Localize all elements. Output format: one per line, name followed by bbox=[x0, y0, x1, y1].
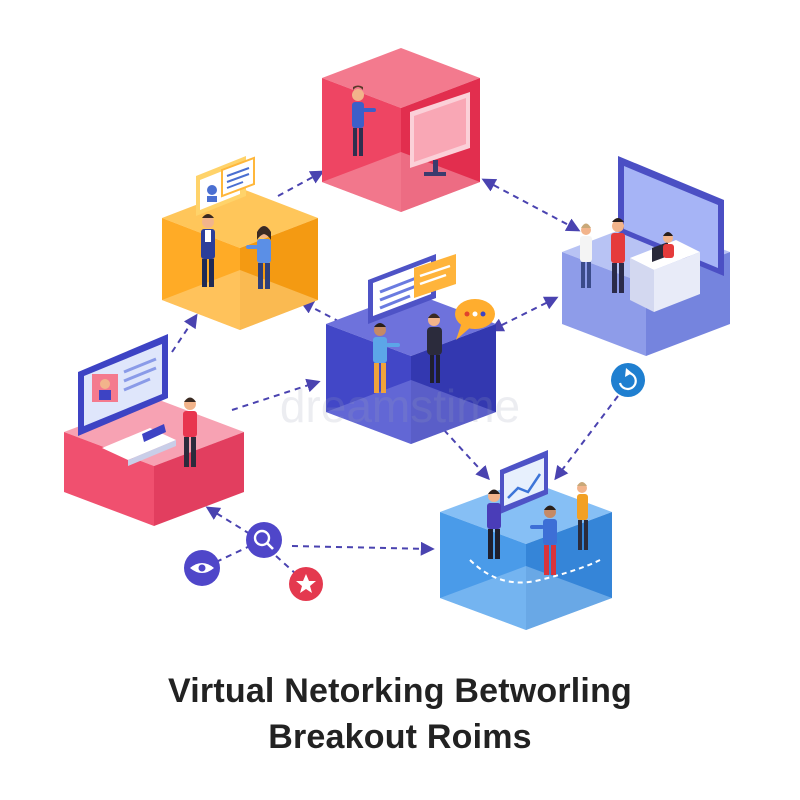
person-figure bbox=[183, 397, 197, 467]
link-search-star bbox=[275, 555, 297, 575]
person-figure bbox=[352, 85, 376, 156]
chart-board bbox=[500, 450, 548, 514]
arrow-icon-to-bottom bbox=[554, 395, 619, 481]
person-figure bbox=[487, 489, 501, 559]
caption-line-1: Virtual Netorking Betworling bbox=[167, 672, 633, 710]
search-icon[interactable] bbox=[246, 522, 282, 558]
person-figure bbox=[246, 226, 271, 289]
person-figure bbox=[201, 214, 215, 287]
bottom-room bbox=[440, 450, 612, 630]
caption-line-2: Breakout Roims bbox=[268, 718, 532, 756]
laptop bbox=[102, 424, 176, 466]
link-eye-search bbox=[215, 545, 251, 563]
orange-room bbox=[162, 156, 318, 330]
note-card bbox=[414, 254, 456, 298]
person-figure bbox=[530, 505, 557, 575]
eye-icon[interactable] bbox=[184, 550, 220, 586]
arrow-icons-to-left bbox=[205, 506, 251, 535]
star-icon[interactable] bbox=[289, 567, 323, 601]
connector-arrows bbox=[171, 170, 619, 575]
arrow-center-to-right bbox=[489, 296, 559, 332]
floor-path bbox=[469, 559, 601, 584]
arrow-center-to-bottom bbox=[443, 429, 490, 481]
person-figure bbox=[427, 313, 442, 383]
left-room bbox=[64, 334, 244, 526]
monitor bbox=[410, 92, 470, 176]
person-figure bbox=[373, 323, 400, 393]
person-figure bbox=[611, 218, 625, 293]
arrow-left-to-orange bbox=[171, 313, 198, 353]
arrow-top-to-right bbox=[481, 178, 581, 232]
right-room bbox=[562, 156, 730, 356]
person-figure bbox=[580, 223, 592, 288]
refresh-icon[interactable] bbox=[611, 363, 645, 397]
center-room bbox=[326, 254, 496, 444]
person-figure bbox=[663, 232, 674, 258]
top-red-room bbox=[322, 48, 480, 212]
person-figure bbox=[577, 482, 588, 550]
large-screen bbox=[618, 156, 724, 276]
profile-card bbox=[196, 156, 255, 216]
monitor bbox=[78, 334, 168, 436]
arrow-icons-to-bottom bbox=[291, 541, 435, 556]
chat-bubble bbox=[455, 299, 495, 340]
arrow-orange-to-top bbox=[277, 170, 325, 197]
watermark: dreamstime bbox=[280, 380, 520, 432]
arrow-left-to-center bbox=[231, 378, 321, 411]
arrow-center-to-orange bbox=[299, 300, 341, 323]
